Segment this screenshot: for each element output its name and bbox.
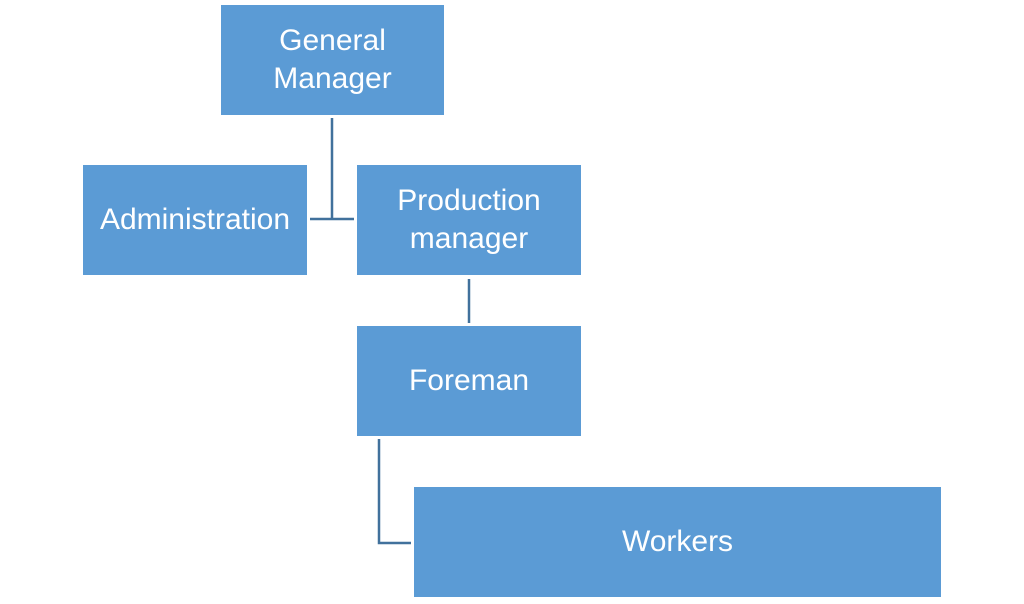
- node-workers-label: Workers: [621, 524, 734, 558]
- node-administration-label: Administration: [99, 202, 291, 236]
- node-production-manager-label: Production manager: [397, 183, 541, 255]
- node-foreman-label: Foreman: [408, 363, 530, 397]
- node-administration: Administration: [83, 165, 307, 275]
- node-workers: Workers: [414, 487, 941, 597]
- node-production-manager: Production manager: [357, 165, 581, 275]
- connector-foreman-to-workers: [377, 439, 411, 545]
- node-general-manager-label: General Manager: [273, 23, 392, 95]
- node-foreman: Foreman: [357, 326, 581, 436]
- node-general-manager: General Manager: [221, 5, 444, 115]
